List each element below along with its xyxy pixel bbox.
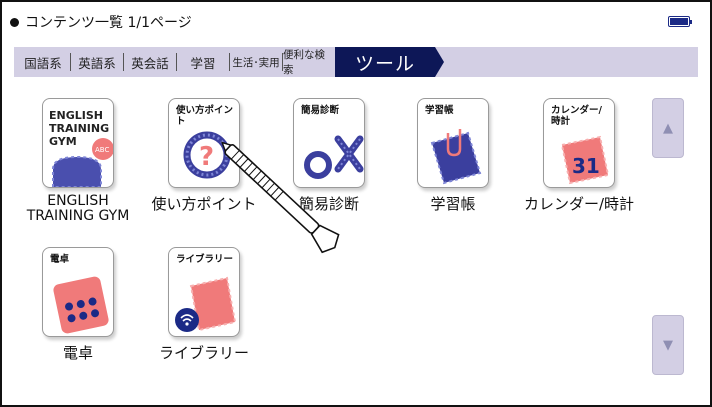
category-tab-bar: 国語系 英語系 英会話 学習 生活･実用 便利な検索 ツール xyxy=(14,47,698,77)
tile-logo-text: ENGLISH TRAINING GYM xyxy=(49,109,110,148)
bullet-icon xyxy=(10,17,19,27)
scroll-down-arrow-icon: ▼ xyxy=(663,337,673,353)
library-icon xyxy=(175,276,237,332)
notebook-icon xyxy=(430,129,482,185)
scroll-down-button[interactable]: ▼ xyxy=(652,315,684,375)
tab-kokugo[interactable]: 国語系 xyxy=(24,55,62,71)
battery-icon xyxy=(668,16,692,27)
app-tile[interactable]: カレンダー/時計 31 xyxy=(543,98,615,188)
tab-eikaiwa[interactable]: 英会話 xyxy=(131,55,169,71)
calculator-icon xyxy=(53,276,109,334)
active-tab-pointer xyxy=(435,47,444,77)
tile-label: 学習帳 xyxy=(425,105,454,116)
tab-divider xyxy=(229,53,230,71)
app-label: ライブラリー xyxy=(158,344,249,362)
svg-text:?: ? xyxy=(199,142,214,172)
tab-gakushu[interactable]: 学習 xyxy=(190,55,216,71)
app-tile[interactable]: 学習帳 xyxy=(417,98,489,188)
diagnosis-icon xyxy=(304,135,364,179)
app-tile[interactable]: ENGLISH TRAINING GYM ABC xyxy=(42,98,114,188)
app-library[interactable]: ライブラリー ライブラリー xyxy=(129,247,279,361)
abc-badge: ABC xyxy=(95,146,109,154)
scroll-up-button[interactable]: ▲ xyxy=(652,98,684,158)
app-label: 電卓 xyxy=(62,344,93,362)
page-title: コンテンツ一覧 1/1ページ xyxy=(25,15,192,31)
tab-eigo[interactable]: 英語系 xyxy=(78,55,116,71)
tab-benri-kensaku[interactable]: 便利な検索 xyxy=(283,49,325,76)
tab-divider xyxy=(282,53,283,71)
tab-tool[interactable]: ツール xyxy=(335,47,435,77)
english-training-gym-icon: ABC xyxy=(52,138,113,187)
app-label: 使い方ポイント xyxy=(151,195,257,213)
app-tile[interactable]: ライブラリー xyxy=(168,247,240,337)
tab-divider xyxy=(176,53,177,71)
app-label: カレンダー/時計 xyxy=(523,195,635,213)
scroll-up-arrow-icon: ▲ xyxy=(663,120,673,136)
page-header: コンテンツ一覧 1/1ページ xyxy=(10,12,192,32)
tile-label: 電卓 xyxy=(50,254,70,265)
app-simple-diagnosis[interactable]: 簡易診断 簡易診断 xyxy=(254,98,404,212)
calendar-icon: 31 xyxy=(560,135,610,185)
app-tile[interactable]: 電卓 xyxy=(42,247,114,337)
app-english-training-gym[interactable]: ENGLISH TRAINING GYM ABC ENGLISH TRAININ… xyxy=(3,98,153,224)
tile-label: ライブラリー xyxy=(176,254,234,265)
app-label: ENGLISH TRAINING GYM xyxy=(26,193,130,224)
app-calendar-clock[interactable]: カレンダー/時計 31 カレンダー/時計 xyxy=(504,98,654,212)
tile-label: 簡易診断 xyxy=(301,105,340,116)
tile-label: 使い方ポイント xyxy=(176,105,234,127)
app-calculator[interactable]: 電卓 電卓 xyxy=(3,247,153,361)
tab-divider xyxy=(70,53,71,71)
calendar-date: 31 xyxy=(572,154,600,178)
tile-label: カレンダー/時計 xyxy=(551,105,602,127)
app-study-notebook[interactable]: 学習帳 学習帳 xyxy=(378,98,528,212)
app-label: 簡易診断 xyxy=(298,195,359,213)
app-tile[interactable]: 簡易診断 xyxy=(293,98,365,188)
app-label: 学習帳 xyxy=(430,195,476,213)
tab-seikatsu[interactable]: 生活･実用 xyxy=(232,56,280,69)
tab-divider xyxy=(123,53,124,71)
